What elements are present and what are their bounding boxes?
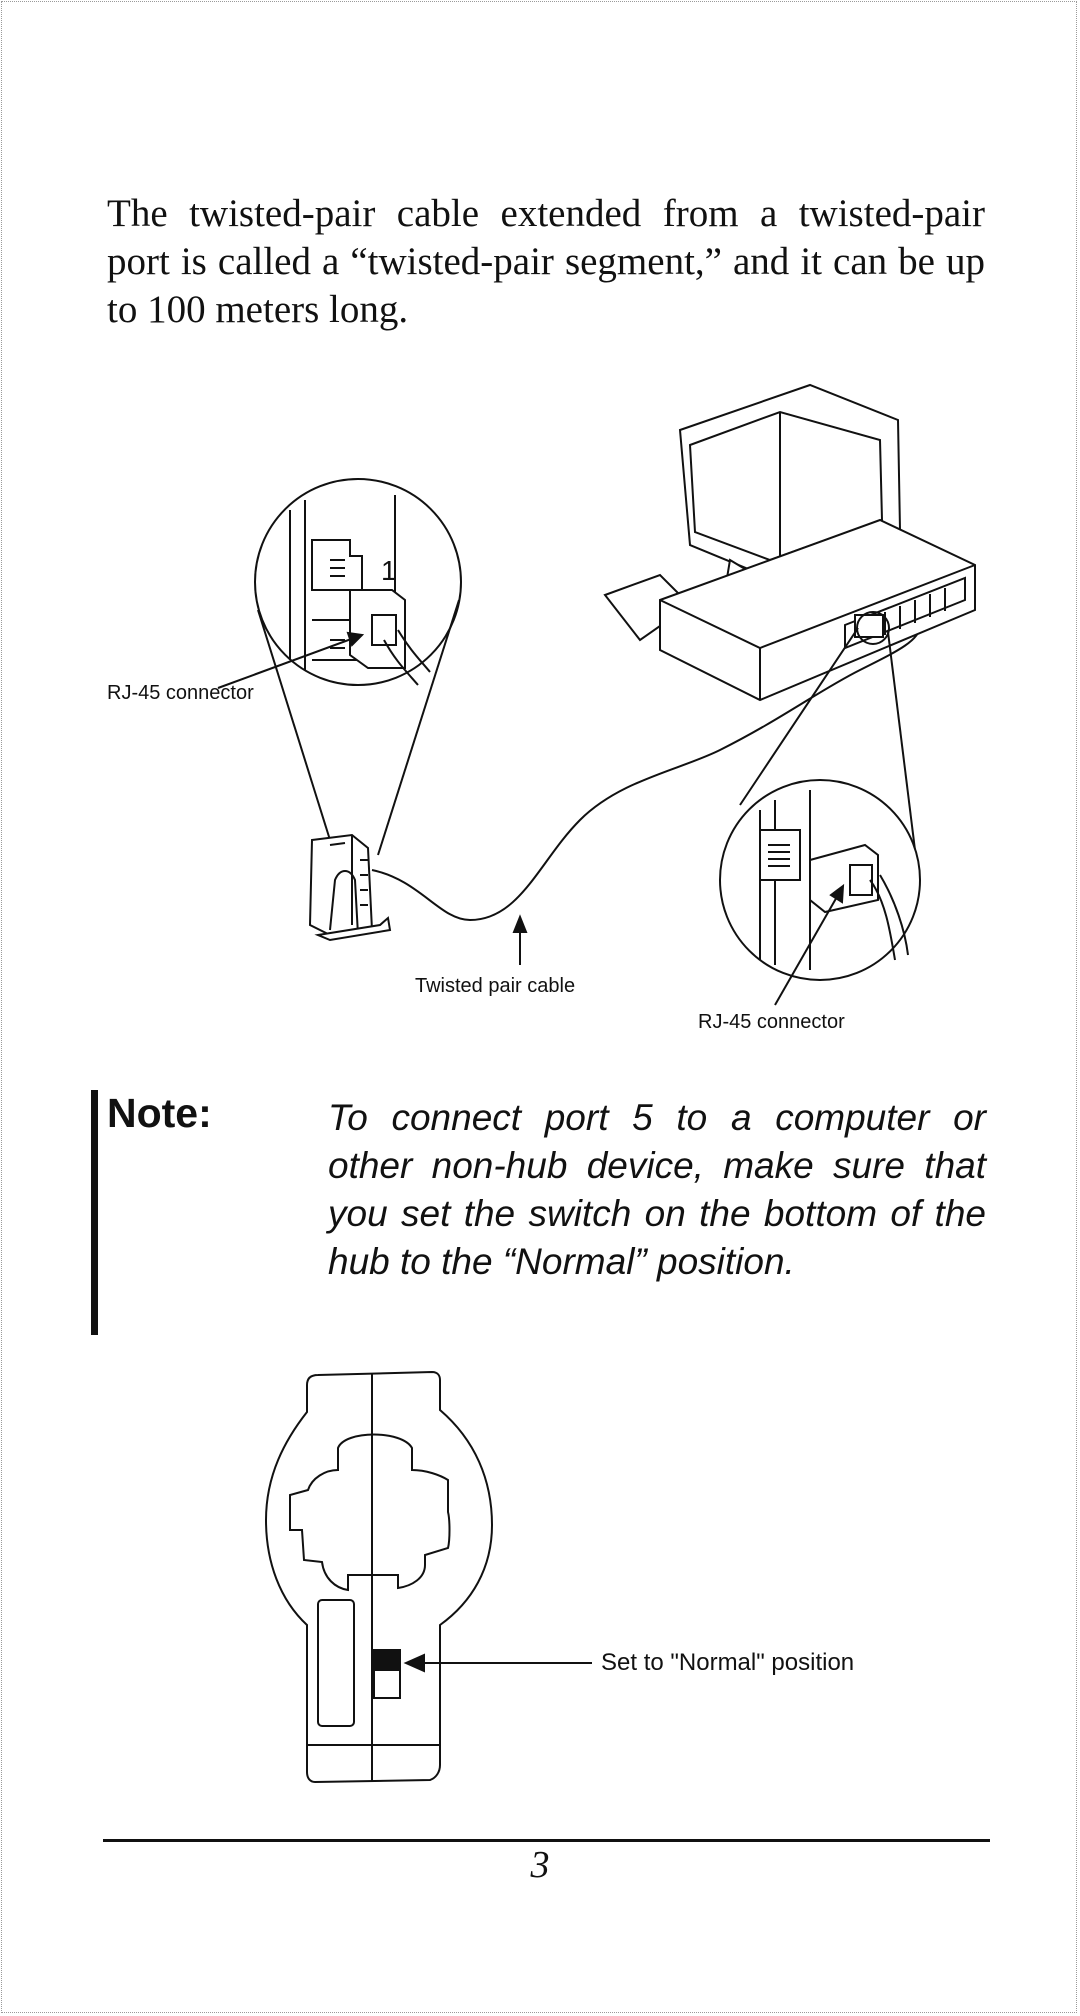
port-number-label: 1	[381, 555, 397, 586]
computer-base-unit	[659, 518, 976, 702]
note-bar	[91, 1090, 98, 1335]
hub-device	[308, 833, 392, 942]
twisted-pair-cable-label: Twisted pair cable	[415, 975, 576, 997]
note-text: To connect port 5 to a computer or other…	[328, 1097, 986, 1282]
footer-rule	[103, 1839, 990, 1842]
hub-rj45-connector-label: RJ-45 connector	[107, 682, 254, 704]
switch-position-label: Set to "Normal" position	[601, 1649, 855, 1676]
page-number: 3	[530, 1844, 550, 1886]
pc-rj45-connector-label: RJ-45 connector	[698, 1011, 845, 1033]
intro-paragraph: The twisted-pair cable extended from a t…	[107, 192, 985, 331]
twisted-pair-cable	[371, 624, 921, 922]
note-label: Note:	[107, 1090, 212, 1136]
